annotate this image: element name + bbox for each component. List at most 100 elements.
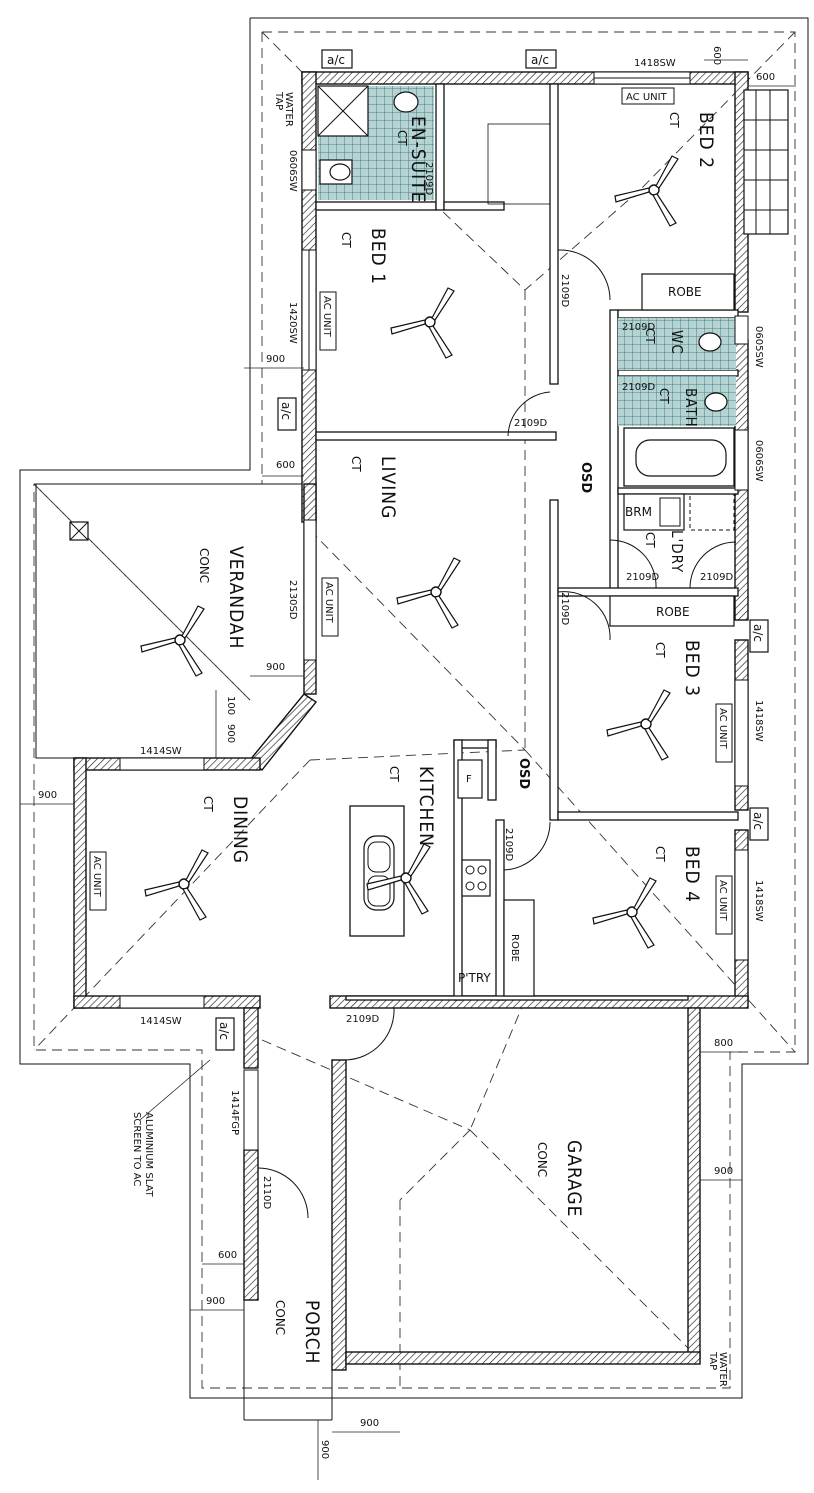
robes — [487, 123, 735, 997]
robe-bed2: ROBE — [668, 285, 702, 299]
dining-label: DINING — [229, 796, 251, 864]
water-tap-bottom-1: WATER — [717, 1352, 728, 1387]
dim-900-dining: 900 — [38, 790, 57, 801]
ac-unit-bed2: AC UNIT — [626, 92, 668, 103]
ptry-label: P'TRY — [458, 971, 491, 985]
ac-unit-dining: AC UNIT — [91, 856, 102, 898]
wc-label: WC — [668, 330, 686, 355]
robe-bed4: ROBE — [509, 934, 520, 962]
window-1420sw: 1420SW — [287, 302, 298, 344]
dim-600-porch: 600 — [218, 1250, 237, 1261]
bed3-label: BED 3 — [681, 640, 703, 697]
window-0605sw: 0605SW — [753, 326, 764, 368]
water-tap-top-1: WATER — [283, 92, 294, 127]
door-porch: 2110D — [261, 1176, 272, 1209]
ac-marker-4: a/c — [751, 624, 765, 642]
ac-unit-bed3: AC UNIT — [717, 708, 728, 750]
dim-100: 100 — [225, 696, 236, 715]
ac-unit-bed4: AC UNIT — [717, 880, 728, 922]
door-swings — [257, 249, 737, 1219]
finish-ct-bed2: CT — [667, 112, 681, 128]
opening-labels: 1418SW 2109D 2109D 2109D 2109D 2109D 210… — [140, 58, 764, 1209]
window-1418sw-bed3: 1418SW — [753, 700, 764, 742]
water-tap-top-2: TAP — [273, 91, 284, 110]
finish-ct-bath: CT — [657, 388, 671, 404]
door-wc: 2109D — [622, 322, 655, 333]
bed2-label: BED 2 — [695, 112, 717, 169]
verandah-label: VERANDAH — [225, 546, 247, 649]
fixture-labels: AC UNIT AC UNIT AC UNIT AC UNIT AC UNIT … — [89, 49, 769, 1051]
finish-ct-kitchen: CT — [387, 766, 401, 782]
water-tap-bottom-2: TAP — [707, 1351, 718, 1370]
robe-bed3: ROBE — [656, 605, 690, 619]
dim-900-garage: 900 — [714, 1166, 733, 1177]
door-bed1: 2109D — [514, 418, 547, 429]
slat-note-2: SCREEN TO AC — [131, 1112, 142, 1186]
door-bed4: 2109D — [503, 828, 514, 861]
ac-marker-2: a/c — [531, 53, 549, 67]
finish-conc-verandah: CONC — [197, 548, 211, 583]
ac-marker-5: a/c — [751, 812, 765, 830]
dim-900-porch: 900 — [206, 1296, 225, 1307]
window-0606sw-left: 0606SW — [287, 150, 298, 192]
window-1418sw-bed4: 1418SW — [753, 880, 764, 922]
door-ensuite: 2109D — [423, 162, 434, 195]
ldry-label: L'DRY — [668, 530, 686, 573]
door-ldry-1: 2109D — [626, 572, 659, 583]
ac-unit-bed1: AC UNIT — [321, 296, 332, 338]
dim-900-kitchen: 900 — [225, 724, 236, 743]
dim-800: 800 — [714, 1038, 733, 1049]
door-bed3: 2109D — [559, 592, 570, 625]
fridge-label: F — [466, 774, 472, 785]
ensuite-label: EN-SUITE — [407, 116, 429, 203]
dim-600-right: 600 — [756, 72, 775, 83]
dimension-lines — [20, 59, 796, 1480]
bed1-label: BED 1 — [367, 228, 389, 285]
finish-ct-bed3: CT — [653, 642, 667, 658]
kitchen-fixtures — [349, 759, 491, 937]
dim-900-bottom-vert: 900 — [319, 1440, 330, 1459]
finish-ct-ensuite: CT — [395, 130, 409, 146]
internal-walls — [315, 83, 739, 1001]
kitchen-label: KITCHEN — [415, 766, 437, 847]
dim-900-bed1: 900 — [266, 354, 285, 365]
door-ldry-2: 2109D — [700, 572, 733, 583]
finish-conc-porch: CONC — [273, 1300, 287, 1335]
ac-marker-6: a/c — [217, 1022, 231, 1040]
living-label: LIVING — [377, 456, 399, 519]
door-bed2: 2109D — [559, 274, 570, 307]
ac-marker-1: a/c — [327, 53, 345, 67]
finish-conc-garage: CONC — [535, 1142, 549, 1177]
finish-labels: CT CT CT CT CT CT CT CT CT CT CT CONC CO… — [197, 112, 681, 1335]
windows — [119, 71, 789, 1151]
slat-note-1: ALUMINIUM SLAT — [143, 1112, 154, 1198]
bed4-label: BED 4 — [681, 846, 703, 903]
porch-label: PORCH — [301, 1300, 323, 1365]
ceiling-fans — [144, 155, 679, 949]
ac-unit-living: AC UNIT — [323, 582, 334, 624]
door-2130sd: 2130SD — [287, 580, 298, 620]
window-0606sw-right: 0606SW — [753, 440, 764, 482]
dim-600-living: 600 — [276, 460, 295, 471]
dim-900-bottom: 900 — [360, 1418, 379, 1429]
bath-label: BATH — [682, 388, 700, 428]
finish-ct-ldry: CT — [643, 532, 657, 548]
window-1418sw-top: 1418SW — [634, 58, 676, 69]
finish-ct-wc: CT — [643, 328, 657, 344]
door-garage: 2109D — [346, 1014, 379, 1025]
finish-ct-living: CT — [349, 456, 363, 472]
window-1414fgp: 1414FGP — [229, 1090, 240, 1135]
dimension-labels: 600 600 900 600 900 100 900 900 800 900 … — [38, 46, 775, 1459]
room-labels: EN-SUITE BED 1 BED 2 BED 3 BED 4 LIVING … — [225, 112, 717, 1365]
garage-label: GARAGE — [563, 1140, 585, 1217]
verandah — [35, 483, 304, 759]
door-bath: 2109D — [622, 382, 655, 393]
osd-2: OSD — [516, 758, 531, 789]
ac-marker-3: a/c — [279, 402, 293, 420]
window-1414sw-top: 1414SW — [140, 746, 182, 757]
finish-ct-bed1: CT — [339, 232, 353, 248]
dim-900-verandah: 900 — [266, 662, 285, 673]
window-1414sw-bottom: 1414SW — [140, 1016, 182, 1027]
brm-label: BRM — [625, 505, 652, 519]
